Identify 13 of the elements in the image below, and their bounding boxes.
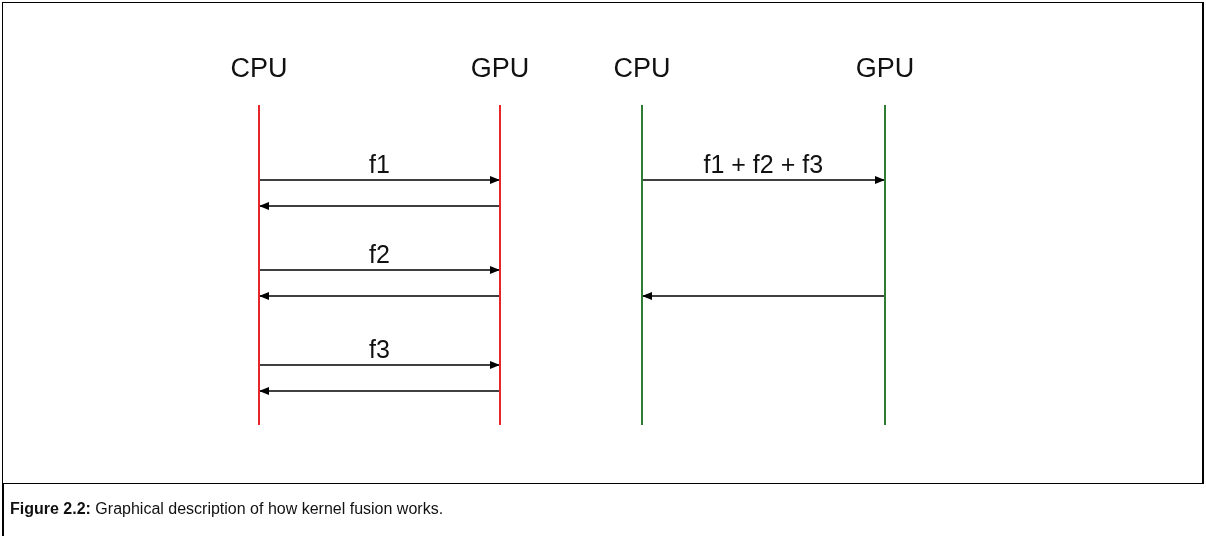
- arrow: [259, 266, 500, 274]
- lifeline-label: CPU: [612, 53, 672, 83]
- lifeline-label: CPU: [229, 53, 289, 83]
- arrow: [259, 202, 500, 210]
- figure-caption: Figure 2.2: Graphical description of how kernel fusion works.: [10, 500, 444, 518]
- arrow: [259, 292, 500, 300]
- arrow: [259, 361, 500, 369]
- arrow: [259, 387, 500, 395]
- arrow: [642, 176, 885, 184]
- lifeline-label: GPU: [469, 53, 531, 83]
- lifeline-label: GPU: [854, 53, 916, 83]
- arrow: [642, 292, 885, 300]
- arrow: [259, 176, 500, 184]
